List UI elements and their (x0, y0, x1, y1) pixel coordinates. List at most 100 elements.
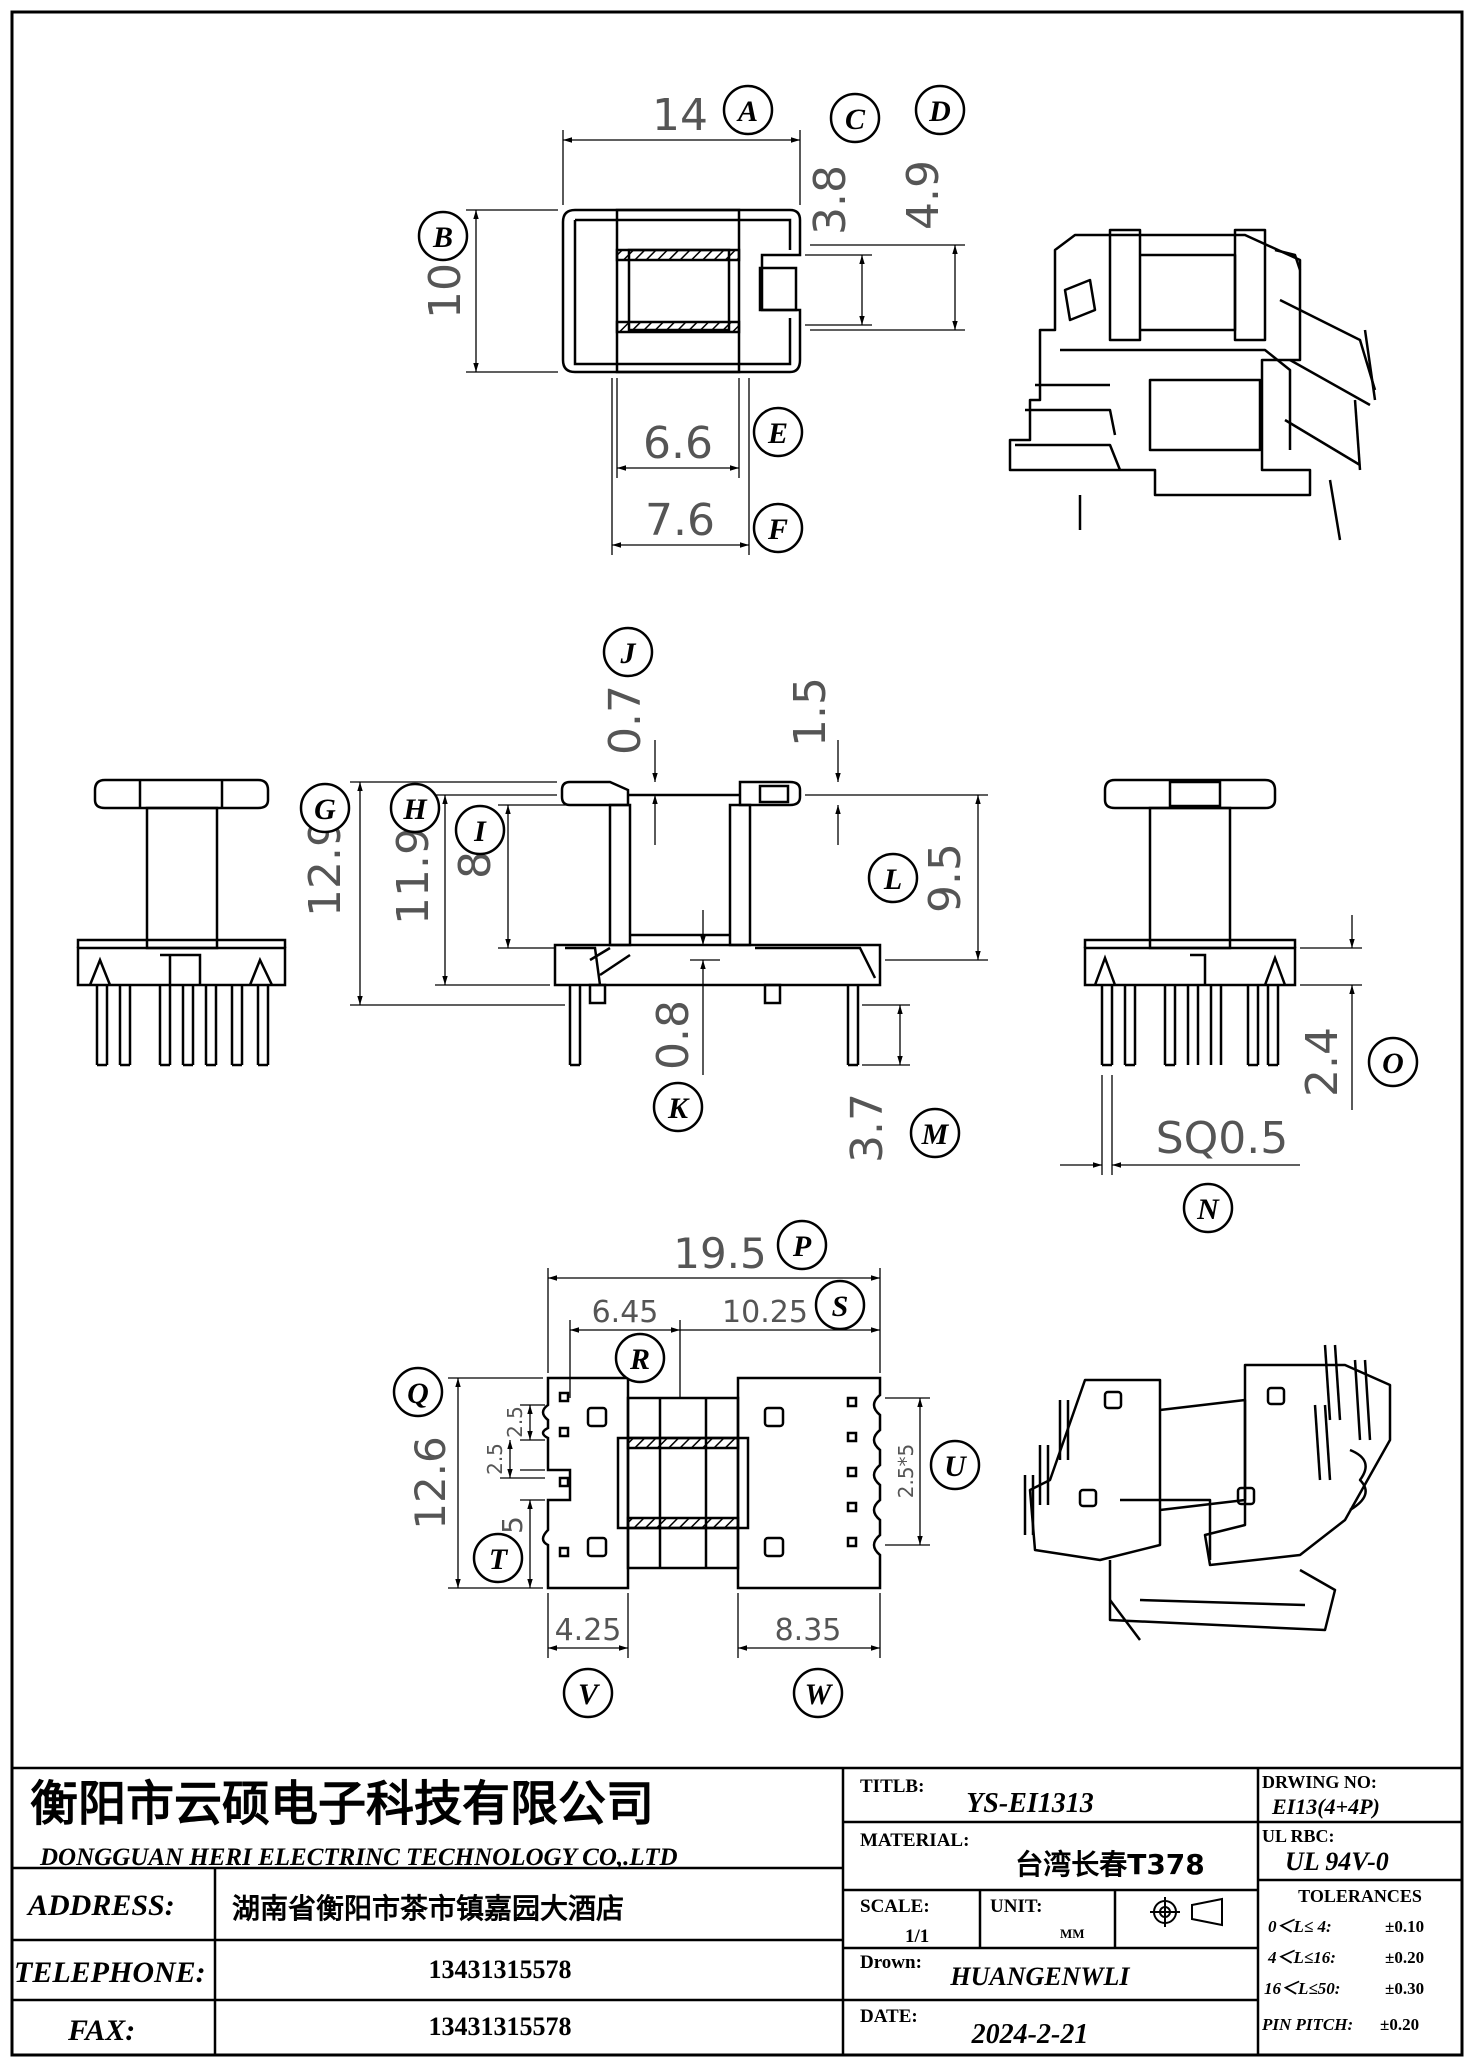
telephone-label: TELEPHONE: (14, 1956, 206, 1989)
date-value: 2024-2-21 (971, 2019, 1089, 2050)
svg-text:M: M (921, 1118, 950, 1151)
bottom-view (541, 1376, 882, 1590)
dim-F-value: 7.6 (645, 495, 715, 546)
callout-C: C (829, 92, 881, 144)
callout-O: O (1367, 1036, 1419, 1088)
address-label: ADDRESS: (26, 1889, 175, 1922)
drawing-no-value: EI13(4+4P) (1271, 1794, 1380, 1819)
svg-text:V: V (578, 1678, 601, 1711)
side-view-left (76, 778, 287, 1067)
projection-symbol-icon (1150, 1897, 1223, 1927)
callout-V: V (562, 1667, 614, 1719)
dim-pin-a-value: 2.5 (503, 1406, 527, 1438)
front-view-dims (350, 740, 988, 1075)
dim-G-value: 12.9 (300, 819, 351, 917)
tol-0-value: ±0.10 (1385, 1917, 1424, 1936)
date-label: DATE: (860, 2006, 918, 2027)
unit-label: UNIT: (990, 1896, 1042, 1917)
callout-E: E (752, 406, 804, 458)
callout-B: B (417, 210, 469, 262)
svg-text:F: F (767, 513, 788, 546)
iso-view-bottom (1023, 1344, 1392, 1641)
fax-value: 13431315578 (429, 2012, 572, 2041)
title-block-grid (12, 1766, 1462, 2055)
dim-Q-value: 12.6 (406, 1436, 455, 1530)
callout-G: G (299, 782, 351, 834)
company-name-cn: 衡阳市云硕电子科技有限公司 (30, 1776, 654, 1832)
svg-text:R: R (629, 1343, 650, 1376)
callout-S: S (814, 1279, 866, 1331)
telephone-value: 13431315578 (429, 1955, 572, 1984)
tol-1-range: 4＜L≤16: (1267, 1948, 1336, 1967)
dim-R-value: 6.45 (592, 1295, 659, 1330)
svg-text:Q: Q (407, 1377, 429, 1410)
dim-J-value: 0.7 (600, 685, 651, 755)
callout-L: L (867, 852, 919, 904)
bottom-view-dims (448, 1268, 930, 1658)
ul-value: UL 94V-0 (1285, 1847, 1389, 1876)
fax-label: FAX: (67, 2014, 135, 2047)
dim-U-value: 2.5*5 (894, 1444, 918, 1499)
title-label: TITLB: (860, 1776, 924, 1797)
callout-Q: Q (392, 1366, 444, 1418)
svg-text:I: I (473, 815, 487, 848)
tol-3-value: ±0.20 (1380, 2015, 1419, 2034)
svg-text:T: T (489, 1543, 509, 1576)
svg-text:G: G (314, 793, 336, 826)
callout-W: W (792, 1667, 844, 1719)
callout-D: D (914, 84, 966, 136)
scale-value: 1/1 (905, 1926, 929, 1947)
top-view-dims (466, 130, 965, 555)
dim-S-value: 10.25 (722, 1295, 808, 1330)
dim-D-value: 4.9 (898, 160, 949, 230)
svg-text:N: N (1196, 1193, 1220, 1226)
title-value: YS-EI1313 (966, 1788, 1094, 1819)
ul-label: UL RBC: (1262, 1826, 1335, 1846)
svg-text:U: U (944, 1450, 967, 1483)
dim-H-value: 11.9 (388, 827, 439, 925)
drawn-value: HUANGENWLI (949, 1962, 1130, 1991)
callout-R: R (614, 1332, 666, 1384)
callout-T: T (472, 1532, 524, 1584)
dim-O-value: 2.4 (1297, 1027, 1348, 1097)
tol-3-range: PIN PITCH: (1261, 2015, 1353, 2034)
dim-V-value: 4.25 (555, 1613, 622, 1648)
tolerances-label: TOLERANCES (1298, 1886, 1422, 1906)
callout-P: P (776, 1219, 828, 1271)
svg-text:P: P (792, 1230, 812, 1263)
sheet-border (10, 10, 1464, 2057)
svg-text:D: D (928, 95, 951, 128)
top-view (561, 208, 802, 374)
dim-E-value: 6.6 (643, 418, 713, 469)
svg-text:C: C (845, 103, 866, 136)
callout-H: H (389, 782, 441, 834)
company-name-en: DONGGUAN HERI ELECTRINC TECHNOLOGY CO,.L… (39, 1844, 678, 1871)
svg-text:A: A (736, 95, 758, 128)
callout-A: A (722, 84, 774, 136)
svg-text:O: O (1382, 1047, 1404, 1080)
dim-A-value: 14 (652, 90, 708, 141)
front-view (553, 780, 882, 1067)
tol-2-range: 16＜L≤50: (1264, 1979, 1340, 1998)
callout-F: F (752, 502, 804, 554)
dim-C-value: 3.8 (805, 165, 856, 235)
side-view-right (1083, 778, 1297, 1067)
drawn-label: Drown: (860, 1952, 922, 1973)
callout-I: I (454, 804, 506, 856)
unit-value: MM (1060, 1926, 1085, 1941)
dim-I-value: 8 (450, 851, 501, 879)
material-value: 台湾长春T378 (1015, 1848, 1205, 1881)
svg-text:L: L (883, 863, 902, 896)
dim-pin-b-value: 2.5 (483, 1443, 507, 1475)
svg-text:K: K (667, 1092, 690, 1125)
dim-N-value: SQ0.5 (1156, 1113, 1289, 1164)
callout-M: M (909, 1107, 961, 1159)
svg-text:H: H (402, 793, 428, 826)
dim-top-pitch-value: 1.5 (785, 677, 836, 747)
tol-2-value: ±0.30 (1385, 1979, 1424, 1998)
address-value: 湖南省衡阳市茶市镇嘉园大酒店 (232, 1892, 624, 1925)
iso-view-top (1008, 228, 1377, 541)
svg-text:S: S (832, 1290, 849, 1323)
callout-U: U (929, 1439, 981, 1491)
